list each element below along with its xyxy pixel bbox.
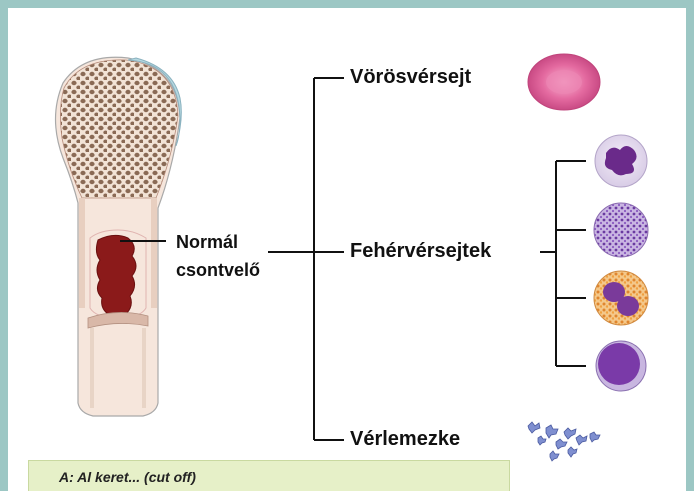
white-cells-label: Fehérvérsejtek <box>350 240 491 263</box>
eosinophil-icon <box>594 203 648 257</box>
platelets-label: Vérlemezke <box>350 428 460 451</box>
neutrophil-icon <box>595 135 647 187</box>
lymphocyte-icon <box>596 341 646 391</box>
basophil-icon <box>594 271 648 325</box>
bone-marrow-label-line1: Normál <box>176 232 238 253</box>
bone-marrow-label-line2: csontvelő <box>176 260 260 281</box>
caption-box: A: Al keret... (cut off) <box>28 460 510 491</box>
diagram-frame: Normál csontvelő Vörösvérsejt Fehérvérse… <box>8 8 686 491</box>
platelets-icon <box>528 422 600 461</box>
bone-icon <box>56 57 182 416</box>
diagram-canvas <box>8 8 686 491</box>
caption-text: A: Al keret... (cut off) <box>59 469 196 485</box>
red-cell-label: Vörösvérsejt <box>350 66 471 89</box>
red-blood-cell-icon <box>528 54 600 110</box>
